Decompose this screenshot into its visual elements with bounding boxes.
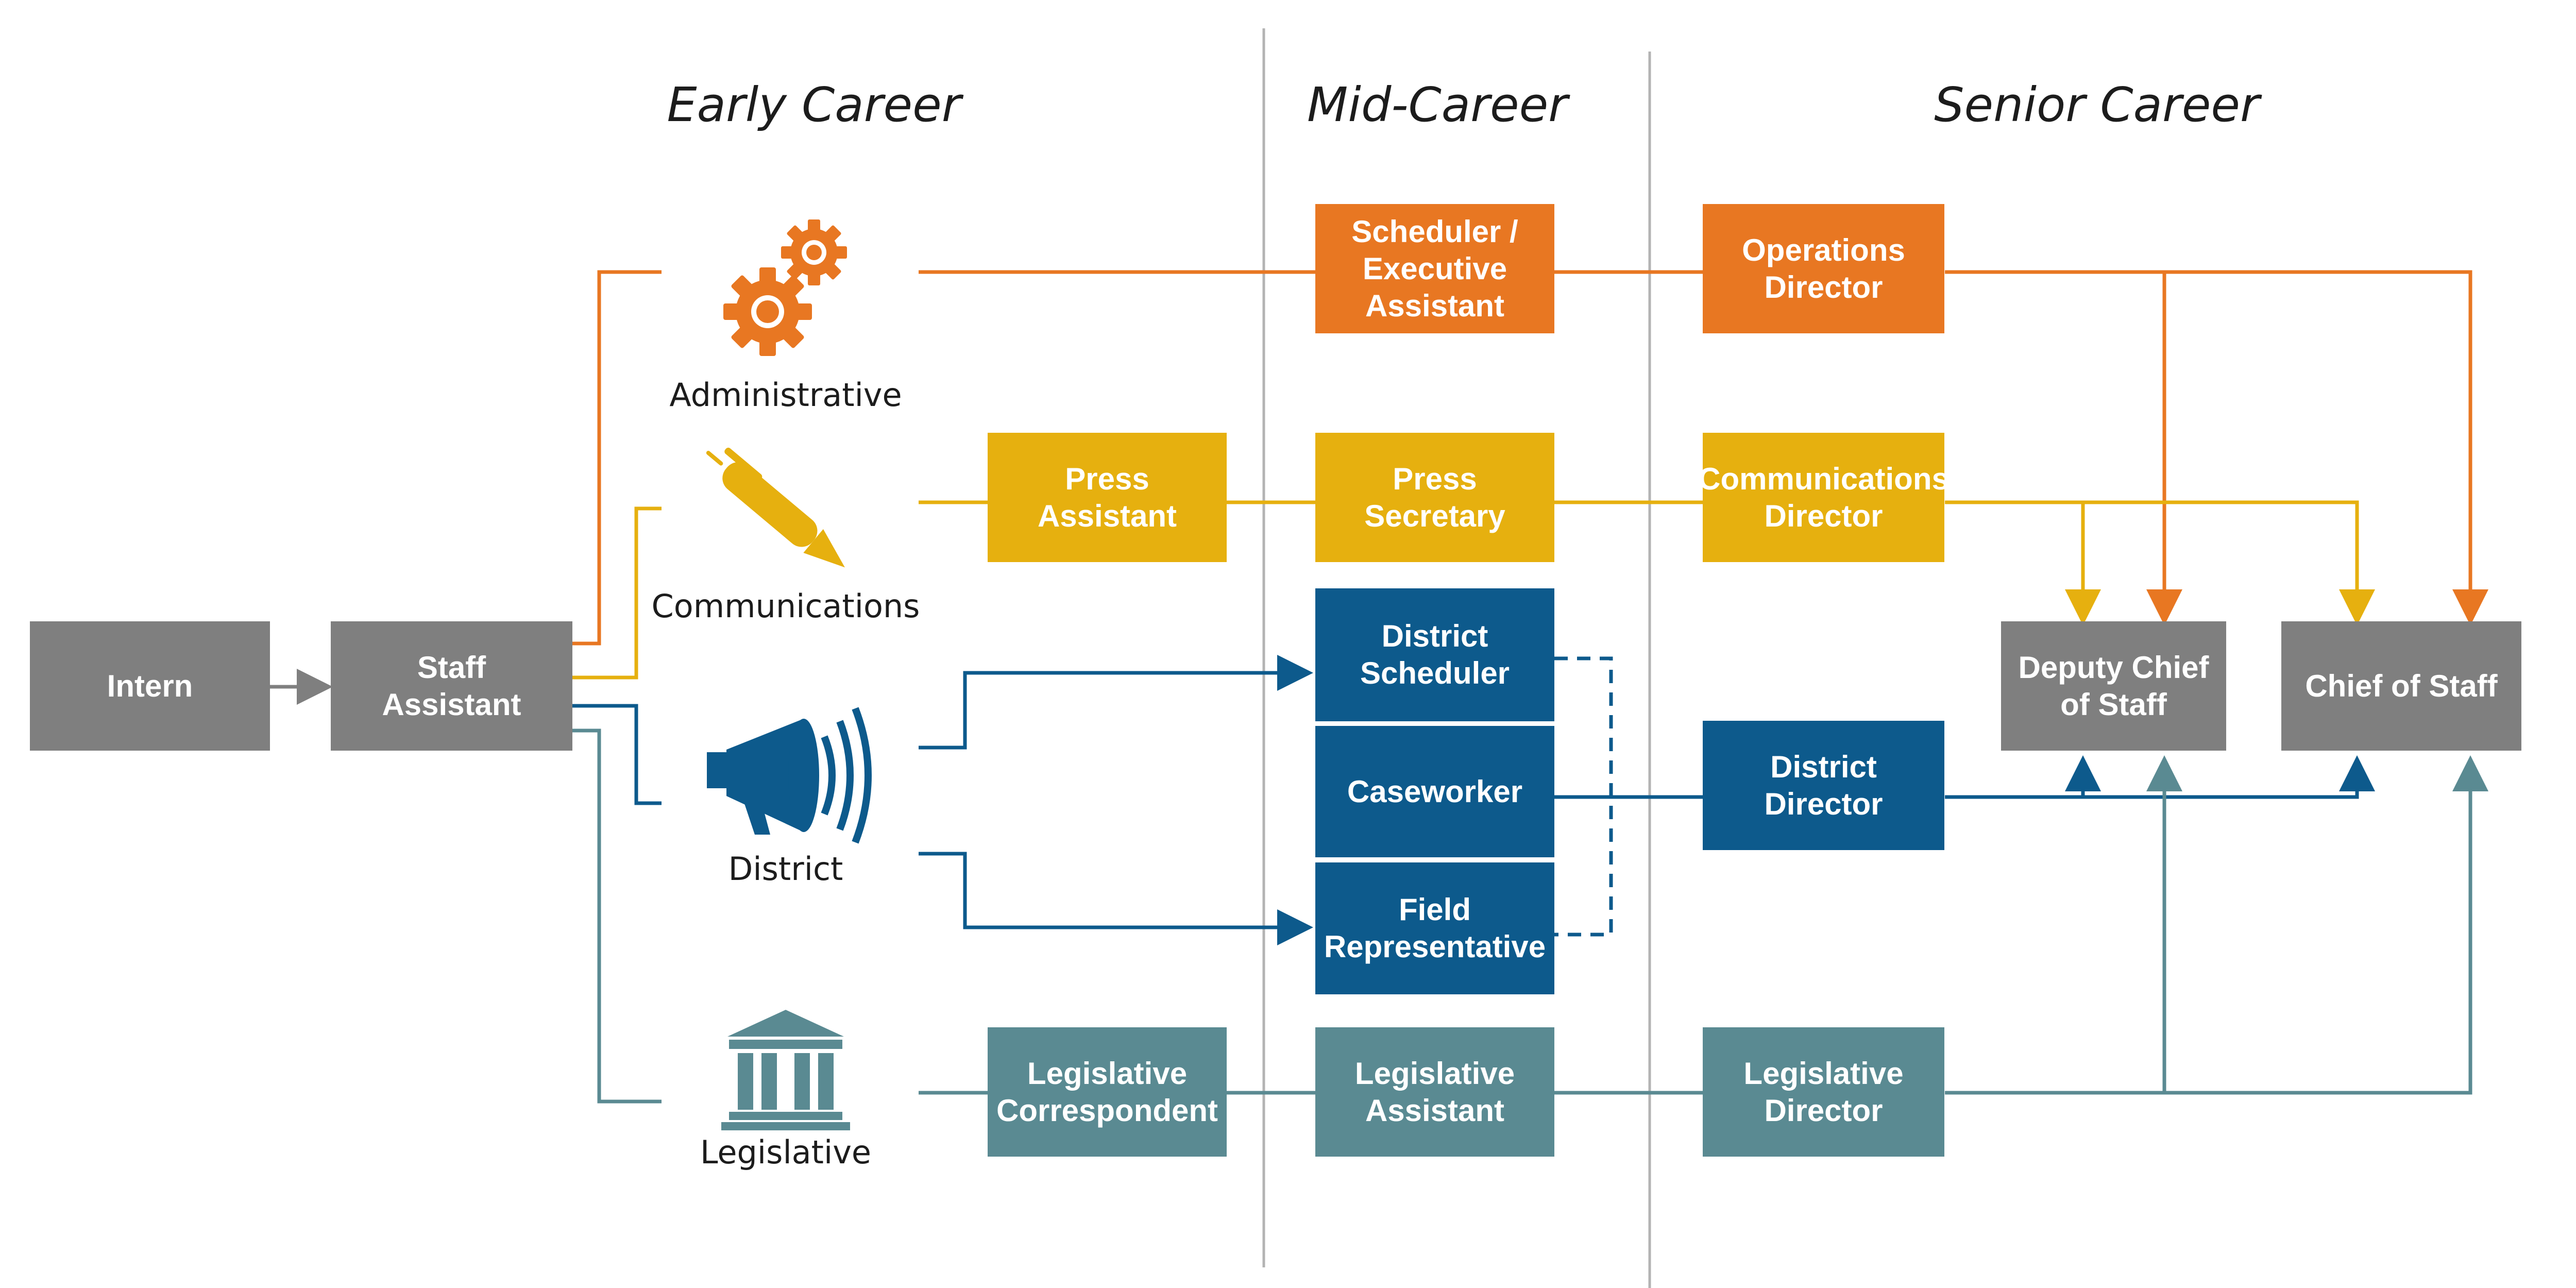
connector-district-to-field-rep (919, 852, 1313, 945)
pen-icon (706, 447, 845, 568)
connector-district-to-district-scheduler (919, 655, 1313, 750)
track-label-district: District (728, 850, 843, 888)
gears-icon (723, 219, 847, 356)
role-caseworker[interactable]: Caseworker (1315, 726, 1554, 857)
megaphone-icon (707, 707, 872, 844)
role-staff-assistant[interactable]: Staff Assistant (331, 621, 572, 751)
track-label-communications: Communications (651, 587, 920, 625)
connector-staff-to-communications (572, 506, 662, 680)
connector-district-director-to-chief (1945, 755, 2375, 799)
connector-staff-to-legislative (572, 728, 662, 1104)
track-label-legislative: Legislative (700, 1133, 872, 1171)
role-legislative-correspondent[interactable]: Legislative Correspondent (988, 1027, 1227, 1157)
role-deputy-chief-of-staff[interactable]: Deputy Chief of Staff (2001, 621, 2226, 751)
track-label-administrative: Administrative (669, 376, 902, 414)
role-communications-director[interactable]: Communications Director (1698, 433, 1949, 562)
role-intern[interactable]: Intern (30, 621, 270, 751)
connector-comm-director-to-chief (1945, 500, 2375, 625)
connector-operations-to-chief (1945, 270, 2488, 625)
stage-title-senior-career: Senior Career (1934, 77, 2260, 132)
role-chief-of-staff[interactable]: Chief of Staff (2281, 621, 2521, 751)
connector-staff-to-administrative (572, 270, 662, 646)
stage-title-early-career: Early Career (667, 77, 961, 132)
connector-leg-director-to-chief (1945, 755, 2488, 1095)
role-district-scheduler[interactable]: District Scheduler (1315, 588, 1554, 721)
role-field-representative[interactable]: Field Representative (1315, 862, 1554, 994)
role-press-secretary[interactable]: Press Secretary (1315, 433, 1554, 562)
stage-title-mid-career: Mid-Career (1307, 77, 1568, 132)
role-scheduler-executive-assistant[interactable]: Scheduler / Executive Assistant (1315, 204, 1554, 333)
role-press-assistant[interactable]: Press Assistant (988, 433, 1227, 562)
role-legislative-assistant[interactable]: Legislative Assistant (1315, 1027, 1554, 1157)
connector-staff-to-district (572, 704, 662, 805)
role-operations-director[interactable]: Operations Director (1703, 204, 1944, 333)
role-legislative-director[interactable]: Legislative Director (1703, 1027, 1944, 1157)
capitol-building-icon (721, 1010, 850, 1130)
role-district-director[interactable]: District Director (1703, 721, 1944, 850)
